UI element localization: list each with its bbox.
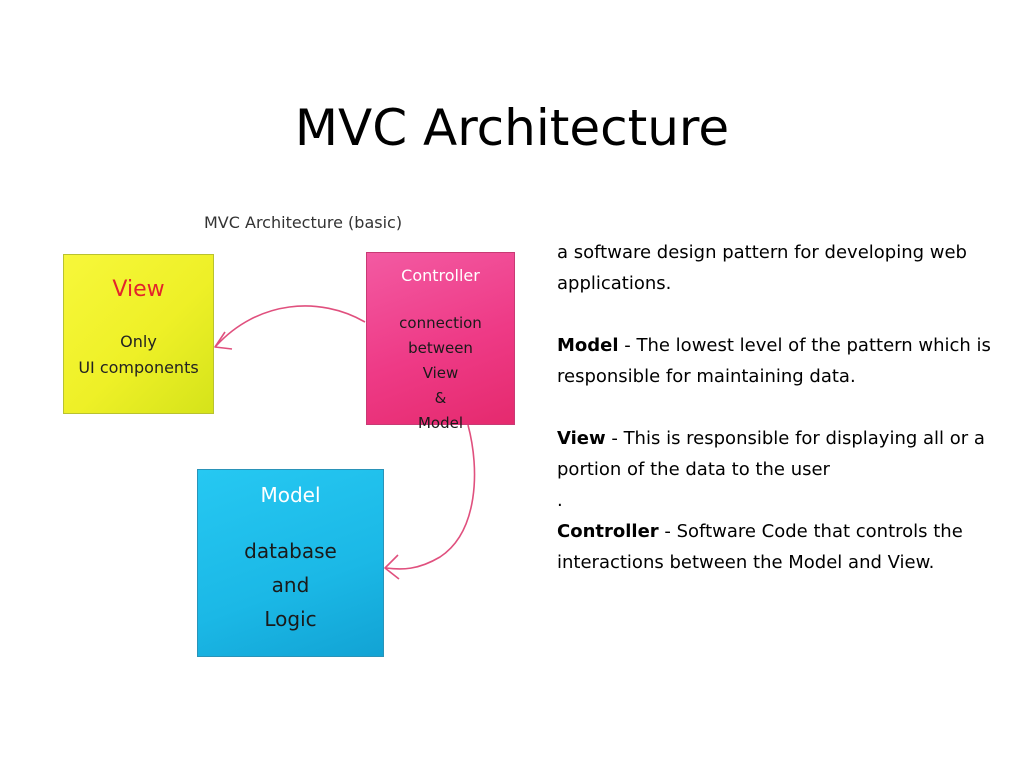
diagram-caption: MVC Architecture (basic) [204, 213, 403, 232]
model-box: Model database and Logic [197, 469, 384, 657]
controller-to-model-arrow [385, 424, 476, 570]
model-box-body: database and Logic [244, 539, 337, 631]
view-term: View [557, 428, 606, 449]
slide-title: MVC Architecture [294, 98, 730, 157]
view-box-body: Only UI components [78, 332, 199, 377]
controller-to-model-arrowhead [384, 554, 400, 580]
model-definition: - The lowest level of the pattern which … [557, 335, 991, 387]
description-model: Model - The lowest level of the pattern … [557, 330, 997, 392]
controller-to-view-arrow [215, 305, 366, 347]
view-box-title: View [112, 277, 165, 302]
description-separator: . [557, 490, 563, 511]
description-panel: a software design pattern for developing… [557, 237, 997, 578]
controller-definition: - Software Code that controls the intera… [557, 521, 963, 573]
description-controller: Controller - Software Code that controls… [557, 516, 997, 578]
controller-box-title: Controller [401, 266, 480, 285]
controller-box: Controller connection between View & Mod… [366, 252, 515, 432]
view-definition: - This is responsible for displaying all… [557, 428, 985, 480]
description-view: View - This is responsible for displayin… [557, 423, 997, 485]
controller-to-view-arrowhead [214, 331, 233, 350]
description-intro: a software design pattern for developing… [557, 242, 967, 294]
view-box: View Only UI components [63, 254, 214, 414]
controller-box-body: connection between View & Model [399, 314, 482, 432]
model-term: Model [557, 335, 619, 356]
controller-term: Controller [557, 521, 659, 542]
model-box-title: Model [260, 483, 321, 507]
